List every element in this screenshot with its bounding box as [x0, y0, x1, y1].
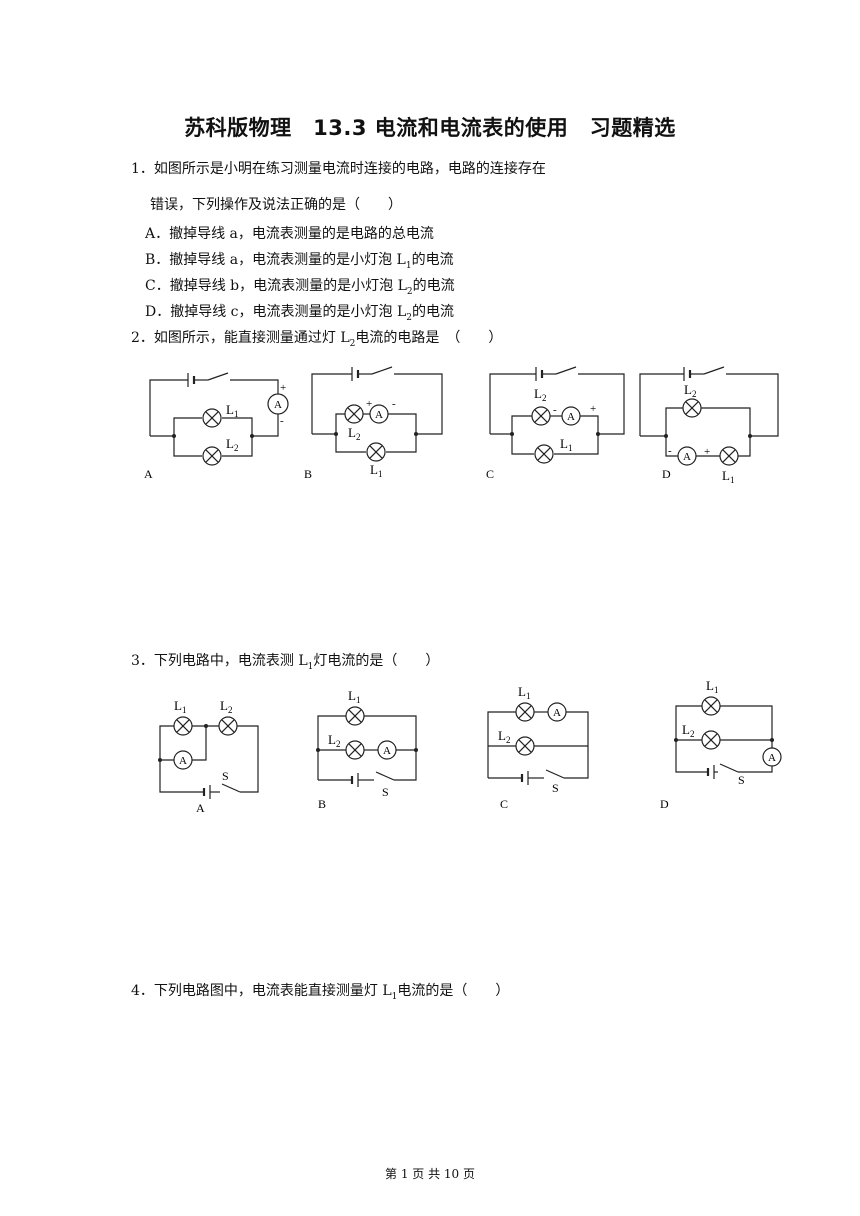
svg-text:L2: L2 [684, 382, 696, 399]
q1-option-c[interactable]: C．撤掉导线 b，电流表测量的是小灯泡 L2的电流 [145, 278, 455, 297]
q3-circuit-d[interactable]: A L1 L2 S D [658, 676, 798, 811]
svg-text:S: S [738, 773, 745, 787]
svg-text:+: + [366, 398, 372, 410]
q2-circuit-c[interactable]: A - + L2 L1 C [482, 362, 642, 482]
q2-label-d: D [662, 467, 671, 481]
q2-label-c: C [486, 467, 494, 481]
svg-text:L2: L2 [682, 722, 694, 739]
svg-text:L1: L1 [370, 462, 382, 479]
q3-circuit-c[interactable]: A L1 L2 S C [478, 684, 608, 811]
question-1-text: 1．如图所示是小明在练习测量电流时连接的电路，电路的连接存在 [131, 161, 546, 177]
q3-circuit-b[interactable]: A L1 L2 S B [308, 686, 438, 812]
q3-label-b: B [318, 797, 326, 811]
svg-text:A: A [553, 707, 561, 719]
svg-text:L1: L1 [722, 468, 734, 485]
question-2-text: 2．如图所示，能直接测量通过灯 L2电流的电路是 （ ） [131, 330, 503, 349]
svg-text:-: - [668, 445, 672, 457]
q2-circuit-b[interactable]: A + - L2 L1 B [298, 362, 458, 482]
svg-text:L1: L1 [174, 698, 186, 715]
svg-text:A: A [683, 451, 691, 463]
svg-text:L2: L2 [348, 425, 360, 442]
svg-text:L2: L2 [226, 436, 238, 453]
page-title: 苏科版物理 13.3 电流和电流表的使用 习题精选 [184, 116, 676, 140]
svg-text:S: S [552, 781, 559, 795]
q1-option-b[interactable]: B．撤掉导线 a，电流表测量的是小灯泡 L1的电流 [145, 252, 454, 271]
q3-label-d: D [660, 797, 669, 811]
svg-text:L2: L2 [534, 386, 546, 403]
svg-text:L1: L1 [706, 678, 718, 695]
svg-text:S: S [222, 769, 229, 783]
svg-text:-: - [553, 404, 557, 416]
q2-circuit-a[interactable]: A + - L1 L2 A [140, 362, 300, 482]
q2-label-b: B [304, 467, 312, 481]
q3-label-c: C [500, 797, 508, 811]
svg-text:L1: L1 [226, 402, 238, 419]
svg-text:L1: L1 [560, 436, 572, 453]
svg-text:-: - [280, 415, 284, 427]
svg-text:L2: L2 [220, 698, 232, 715]
q1-option-a[interactable]: A．撤掉导线 a，电流表测量的是电路的总电流 [145, 226, 434, 242]
page-footer: 第 1 页 共 10 页 [385, 1167, 475, 1181]
svg-text:+: + [280, 382, 286, 394]
svg-text:A: A [768, 752, 776, 764]
q2-label-a: A [144, 467, 153, 481]
q3-label-a: A [196, 801, 205, 815]
svg-text:S: S [382, 785, 389, 799]
svg-text:L2: L2 [498, 728, 510, 745]
question-4-text: 4．下列电路图中，电流表能直接测量灯 L1电流的是（ ） [131, 983, 510, 1002]
q1-option-d[interactable]: D．撤掉导线 c，电流表测量的是小灯泡 L2的电流 [145, 304, 454, 323]
svg-text:L1: L1 [518, 684, 530, 701]
svg-text:L2: L2 [328, 732, 340, 749]
svg-text:A: A [383, 745, 391, 757]
svg-text:A: A [179, 755, 187, 767]
q3-circuit-a[interactable]: A L1 L2 S A [150, 692, 280, 818]
svg-text:-: - [392, 398, 396, 410]
svg-text:+: + [590, 403, 596, 415]
svg-text:+: + [704, 446, 710, 458]
question-3-text: 3．下列电路中，电流表测 L1灯电流的是（ ） [131, 653, 440, 672]
svg-text:A: A [567, 411, 575, 423]
ammeter-label: A [274, 399, 282, 411]
svg-text:L1: L1 [348, 688, 360, 705]
q2-circuit-d[interactable]: A - + L2 L1 D [632, 362, 792, 488]
svg-text:A: A [375, 409, 383, 421]
question-1-text-cont: 错误，下列操作及说法正确的是（ ） [150, 197, 402, 213]
